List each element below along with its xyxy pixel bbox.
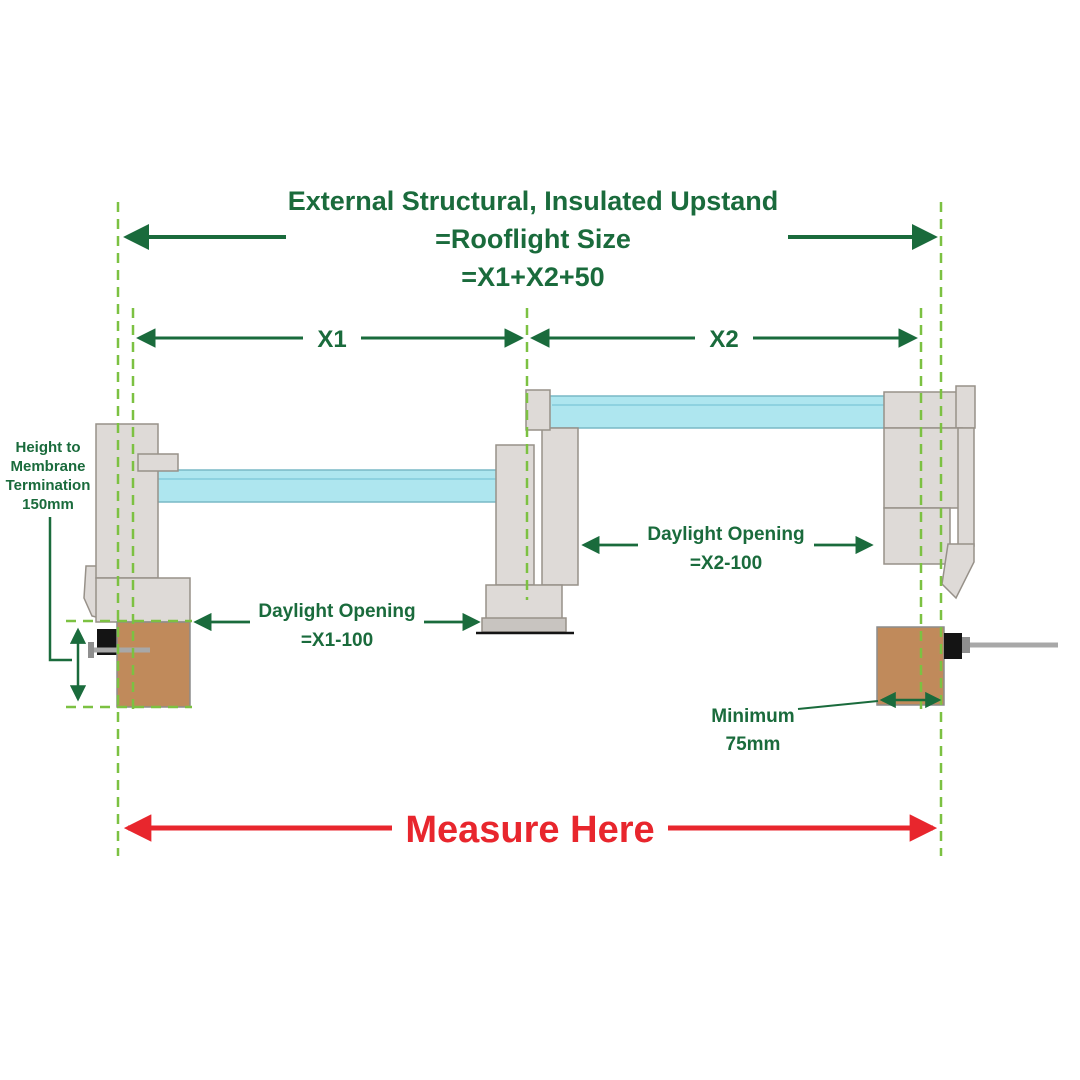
left-wood-block (116, 621, 191, 708)
center-base-plate (481, 617, 567, 633)
center-right-mullion (541, 427, 579, 586)
left-frame-profile (83, 423, 191, 623)
center-frame-profile (476, 389, 579, 635)
left-glazing-panel (149, 469, 516, 503)
daylight-opening-right-annotation: Daylight Opening =X2-100 (581, 520, 874, 574)
left-fixing-batten (88, 621, 191, 708)
cross-section (83, 385, 1058, 708)
overall-dimension: External Structural, Insulated Upstand =… (123, 186, 938, 292)
minimum-label-line1: Minimum (711, 706, 794, 727)
right-fixing-batten (876, 626, 1058, 706)
membrane-label-line4: 150mm (22, 496, 74, 513)
left-glazing-cap (137, 453, 179, 472)
x1-dimension: X1 (136, 318, 524, 356)
right-screw-head (962, 637, 970, 653)
membrane-label-line1: Height to (16, 439, 81, 456)
daylight-left-label-line1: Daylight Opening (258, 601, 415, 622)
center-glazing-cap (525, 389, 551, 431)
right-frame-upstand-step (955, 385, 976, 429)
right-frame-profile (883, 385, 976, 600)
center-left-mullion (495, 444, 535, 586)
measure-here-label: Measure Here (405, 809, 654, 851)
membrane-label-line3: Termination (6, 477, 91, 494)
left-frame-jamb (95, 423, 159, 579)
right-frame-foot (941, 543, 975, 600)
minimum-label-line2: 75mm (726, 734, 781, 755)
left-screw-head (88, 642, 94, 658)
daylight-right-label-line2: =X2-100 (690, 553, 762, 574)
daylight-right-label-bg (638, 520, 814, 549)
diagram-title-line1: External Structural, Insulated Upstand (288, 186, 779, 216)
minimum-width-annotation: Minimum 75mm (711, 691, 942, 755)
daylight-opening-left-annotation: Daylight Opening =X1-100 (193, 597, 481, 651)
x2-dimension: X2 (530, 318, 918, 356)
right-gasket (944, 633, 962, 659)
setting-out-lines (66, 202, 943, 856)
membrane-leader-line (48, 517, 72, 662)
left-frame-sill (95, 577, 191, 623)
diagram-title-line3: =X1+X2+50 (461, 262, 604, 292)
x2-label-bg (695, 318, 753, 356)
membrane-label-line2: Membrane (10, 458, 85, 475)
right-frame-body (883, 427, 963, 509)
right-frame-lower (883, 507, 951, 565)
daylight-left-label-line2: =X1-100 (301, 630, 373, 651)
right-glazing-panel (547, 395, 911, 429)
x2-label: X2 (709, 326, 738, 353)
daylight-left-label-bg (250, 597, 424, 626)
center-base (485, 584, 563, 622)
minimum-leader-line (797, 700, 879, 710)
x1-label-bg (303, 318, 361, 356)
measure-here-annotation: Measure Here (123, 809, 938, 851)
diagram-title-line2: =Rooflight Size (435, 224, 631, 254)
right-frame-edge (957, 427, 975, 547)
daylight-right-label-line1: Daylight Opening (647, 524, 804, 545)
x1-label: X1 (317, 326, 346, 353)
membrane-height-annotation: Height to Membrane Termination 150mm (6, 439, 91, 702)
right-wood-block (876, 626, 945, 706)
